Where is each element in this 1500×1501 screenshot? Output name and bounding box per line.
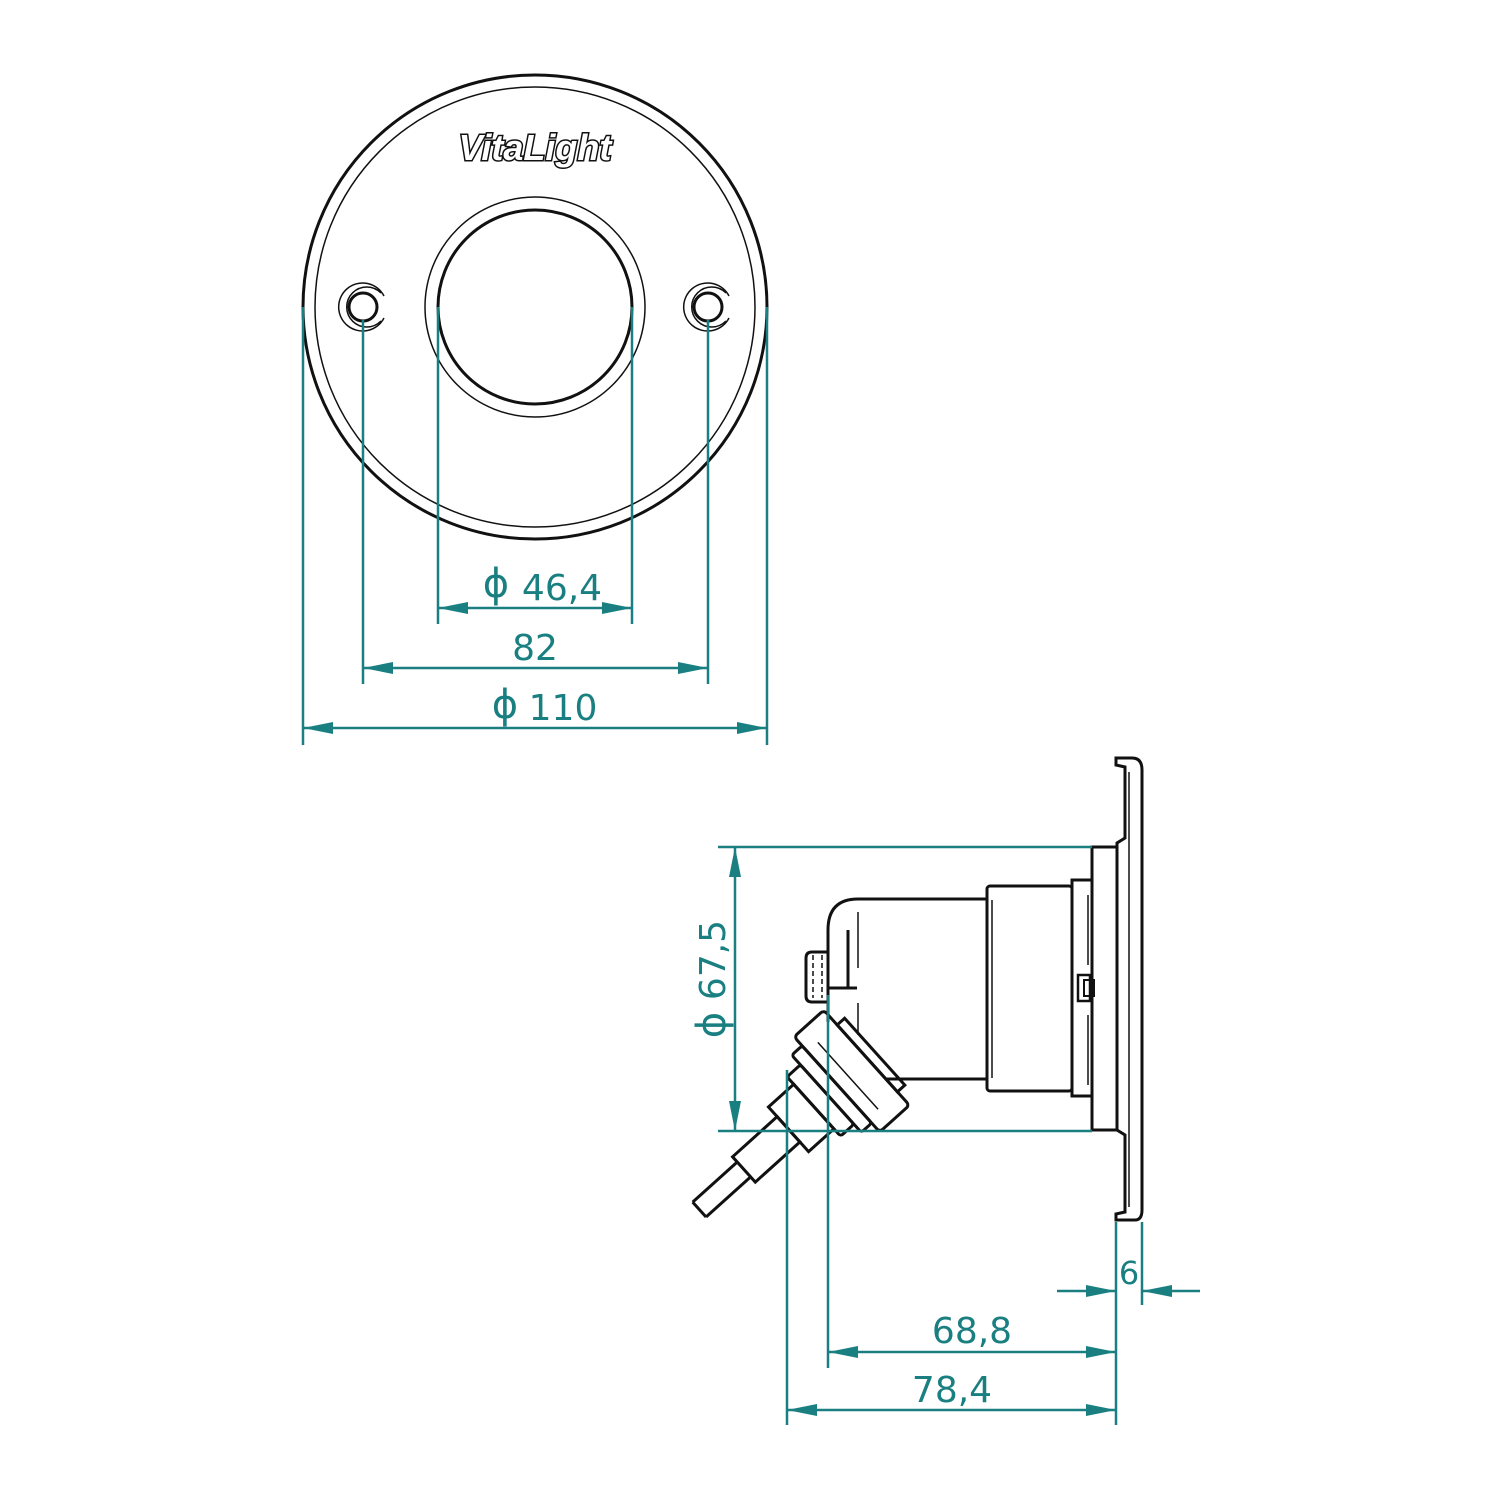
side-extension-lines: [718, 845, 1144, 1425]
dim-total-depth: 78,4: [912, 1370, 992, 1411]
dim-body-depth: 68,8: [932, 1311, 1012, 1352]
dim-value: 46,4: [522, 568, 602, 609]
dim-value: 67,5: [693, 920, 734, 1000]
dim-flange-thickness: 6: [1119, 1254, 1139, 1292]
dim-value: 110: [529, 688, 598, 729]
dim-lens-diameter: ϕ 46,4: [483, 561, 602, 609]
dim-body-diameter: ϕ 67,5: [689, 920, 735, 1038]
side-flange: [1070, 756, 1144, 1222]
side-housing: [804, 884, 1074, 1093]
front-view: VitaLight ϕ 46,4 82 ϕ 110: [301, 73, 769, 745]
front-extension-lines: [301, 307, 769, 745]
brand-logo: VitaLight: [459, 127, 614, 168]
dim-outer-diameter: ϕ 110: [492, 682, 598, 729]
dim-hole-spacing: 82: [512, 628, 558, 669]
diameter-symbol: ϕ: [689, 1012, 735, 1038]
mounting-hole-right: [682, 282, 730, 332]
front-dimension-lines: [303, 602, 767, 734]
diameter-symbol: ϕ: [483, 561, 509, 607]
mounting-hole-left: [337, 282, 385, 332]
diameter-symbol: ϕ: [492, 682, 518, 728]
side-dimension-lines: [729, 847, 1200, 1416]
side-view: ϕ 67,5 6 68,8 78,4: [689, 756, 1200, 1425]
